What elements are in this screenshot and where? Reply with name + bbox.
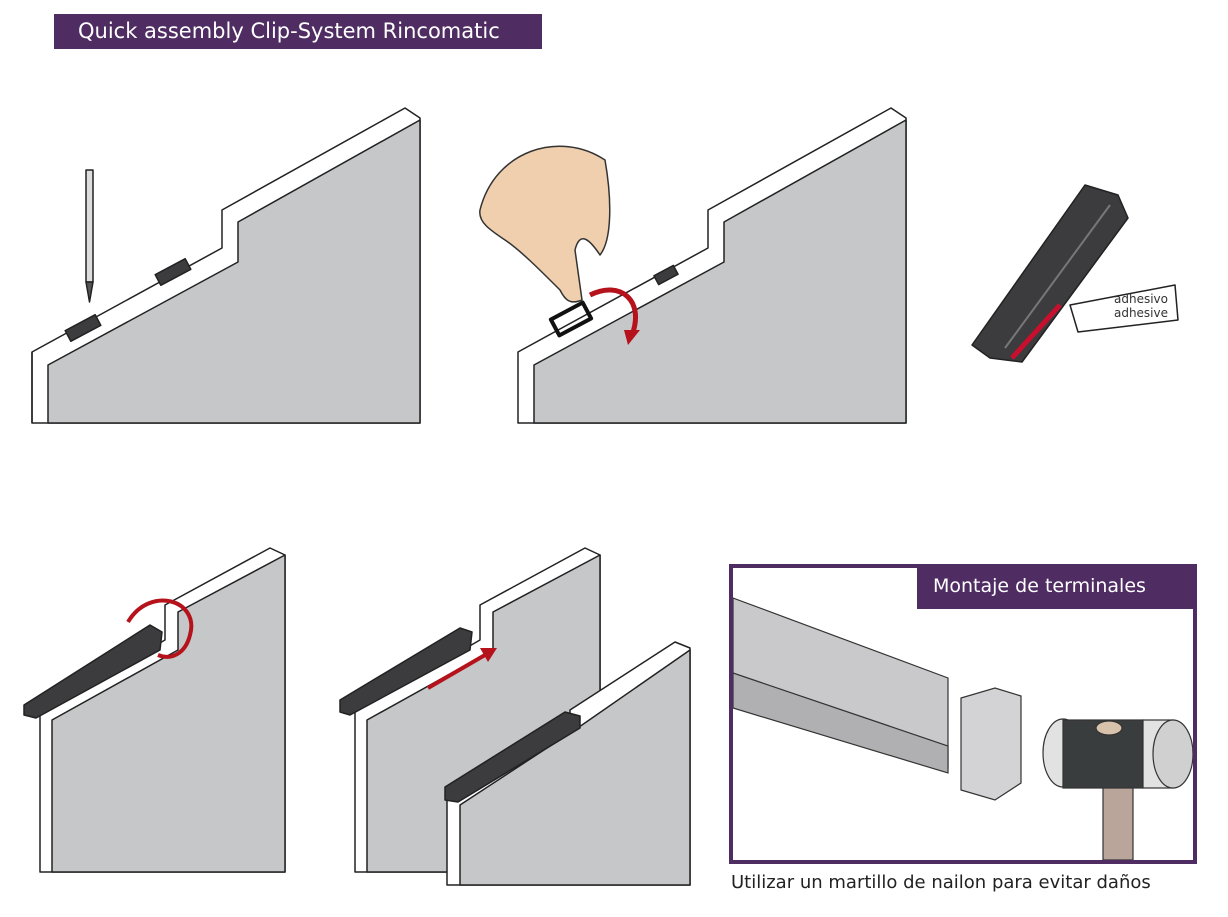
adhesive-label-es: adhesivo — [1114, 292, 1168, 306]
adhesive-label-en: adhesive — [1113, 306, 1168, 320]
terminals-title: Montaje de terminales — [917, 564, 1197, 609]
screwdriver-icon — [85, 169, 94, 303]
slide-arrow-icon — [426, 653, 487, 690]
step1-clip-b — [154, 257, 192, 287]
end-cap — [960, 687, 1022, 801]
rotate-arrow-icon — [126, 598, 194, 659]
adhesive-tube-label: adhesivo adhesive — [1088, 292, 1168, 320]
nylon-hammer-icon — [1042, 718, 1193, 860]
profile-channel — [733, 672, 949, 774]
profile-with-adhesive — [971, 184, 1179, 363]
terminal-illustration — [733, 597, 1193, 860]
step2-clip-raised — [548, 300, 594, 338]
hand-icon — [479, 145, 611, 303]
step5-profile-front — [444, 711, 581, 803]
page-title: Quick assembly Clip-System Rincomatic — [54, 14, 542, 49]
step4-profile — [23, 624, 163, 719]
step5-panel-front — [446, 641, 691, 886]
step1-panel — [31, 107, 421, 424]
arrow-head-icon — [624, 330, 640, 345]
step1-clip-a — [64, 313, 102, 343]
terminals-frame — [729, 564, 1197, 864]
rotate-arrow-icon — [588, 287, 639, 336]
step2-panel — [517, 107, 907, 424]
step2-clip-flat — [653, 264, 679, 286]
arrow-head-icon — [480, 648, 497, 662]
step5-profile — [339, 627, 473, 716]
hammer-caption: Utilizar un martillo de nailon para evit… — [731, 872, 1151, 893]
step4-panel — [39, 547, 286, 873]
